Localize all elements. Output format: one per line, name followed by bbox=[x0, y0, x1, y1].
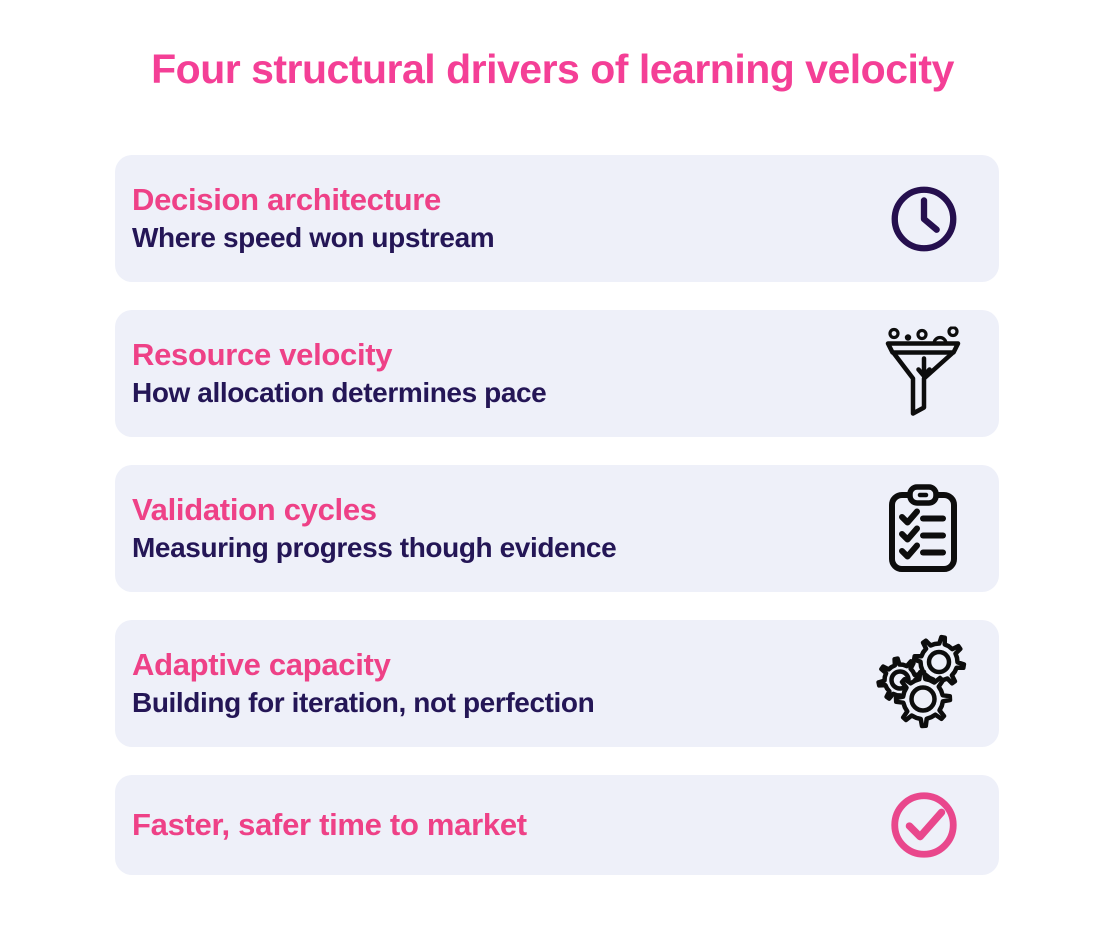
card-text: Adaptive capacity Building for iteration… bbox=[132, 647, 999, 720]
card-subtitle: Building for iteration, not perfection bbox=[132, 687, 595, 719]
card-decision-architecture: Decision architecture Where speed won up… bbox=[115, 155, 999, 282]
card-subtitle: How allocation determines pace bbox=[132, 377, 547, 409]
card-text: Validation cycles Measuring progress tho… bbox=[132, 492, 999, 565]
check-circle-icon bbox=[885, 786, 963, 864]
funnel-icon bbox=[883, 326, 963, 421]
card-text: Faster, safer time to market bbox=[132, 807, 999, 844]
card-title: Validation cycles bbox=[132, 491, 377, 527]
card-resource-velocity: Resource velocity How allocation determi… bbox=[115, 310, 999, 437]
card-outcome: Faster, safer time to market bbox=[115, 775, 999, 875]
card-subtitle: Measuring progress though evidence bbox=[132, 532, 617, 564]
clipboard-checklist-icon bbox=[883, 483, 963, 575]
card-validation-cycles: Validation cycles Measuring progress tho… bbox=[115, 465, 999, 592]
clock-icon bbox=[885, 180, 963, 258]
card-title: Resource velocity bbox=[132, 336, 393, 372]
card-text: Decision architecture Where speed won up… bbox=[132, 182, 999, 255]
page-title: Four structural drivers of learning velo… bbox=[151, 46, 954, 92]
card-title: Faster, safer time to market bbox=[132, 806, 527, 842]
card-title: Decision architecture bbox=[132, 181, 441, 217]
gears-icon bbox=[871, 633, 975, 735]
card-text: Resource velocity How allocation determi… bbox=[132, 337, 999, 410]
driver-cards: Decision architecture Where speed won up… bbox=[115, 155, 999, 875]
card-subtitle: Where speed won upstream bbox=[132, 222, 495, 254]
card-title: Adaptive capacity bbox=[132, 646, 391, 682]
card-adaptive-capacity: Adaptive capacity Building for iteration… bbox=[115, 620, 999, 747]
